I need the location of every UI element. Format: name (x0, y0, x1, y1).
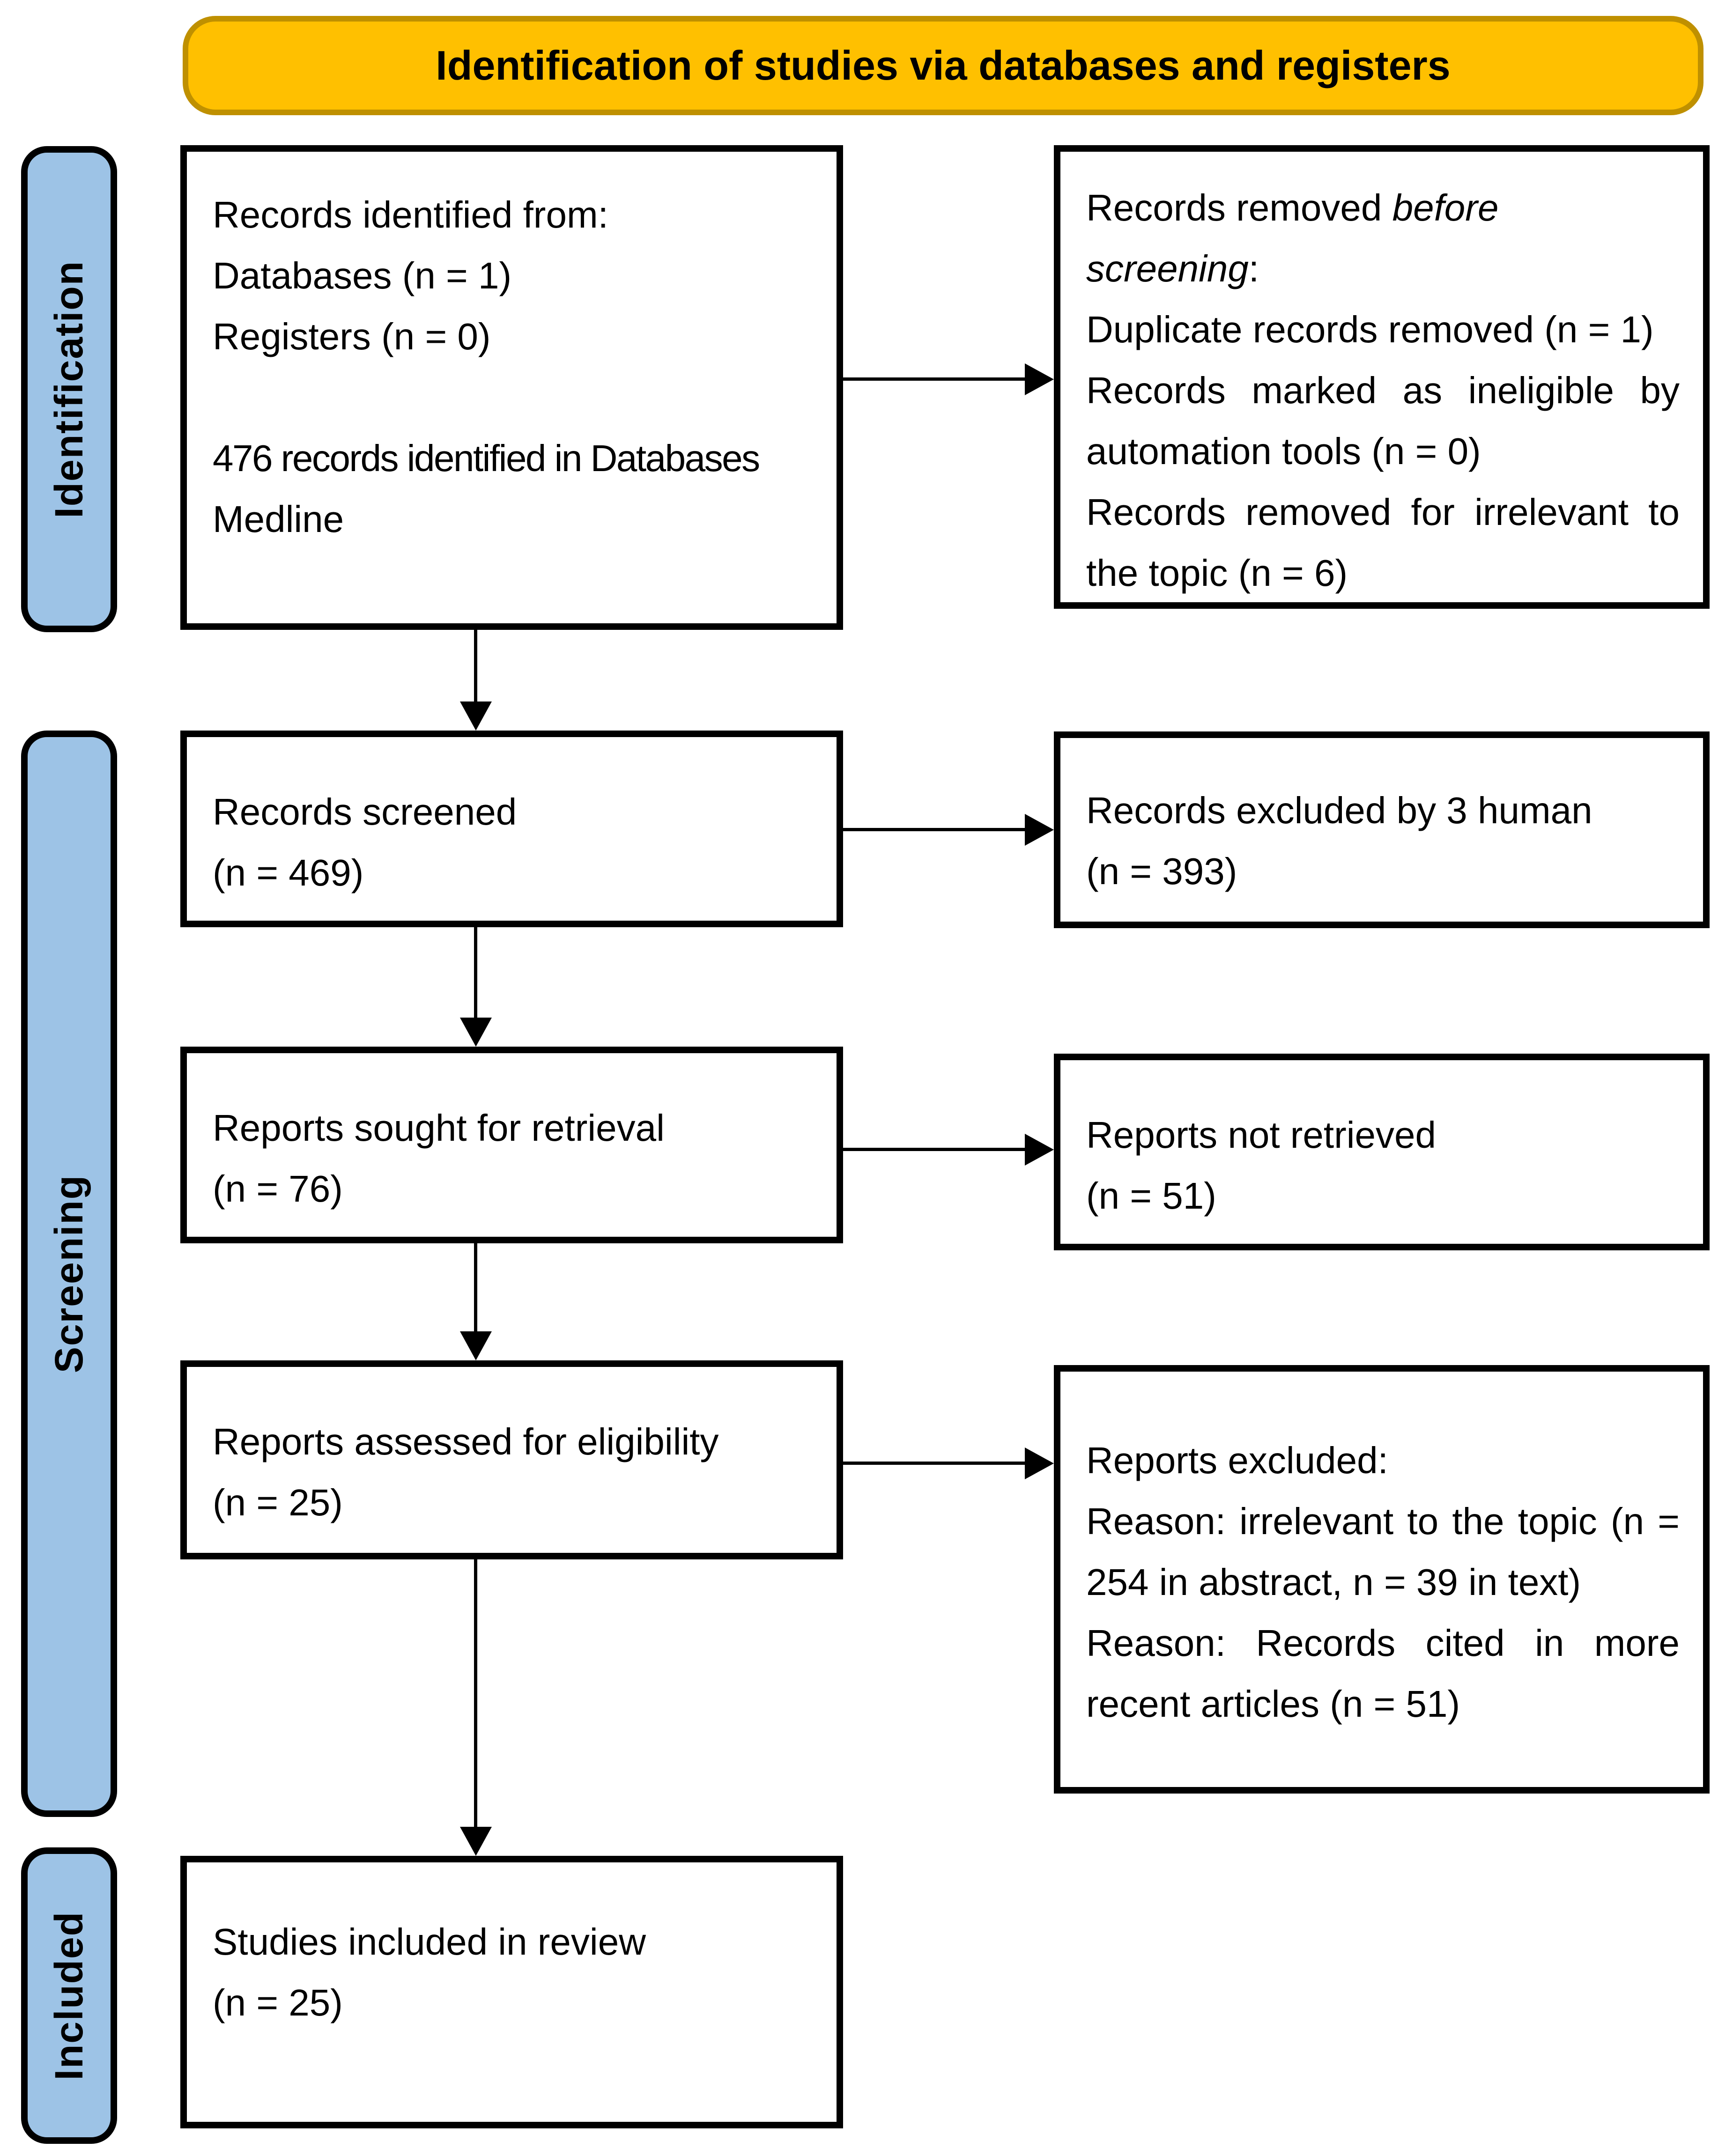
arrow-head-assessed-to-reports-excluded (1025, 1447, 1054, 1479)
arrow-head-identified-to-removed (1025, 363, 1054, 395)
box-records-screened: Records screened (n = 469) (180, 731, 843, 927)
box-reports-assessed: Reports assessed for eligibility (n = 25… (180, 1360, 843, 1559)
reports-excluded-reason1: Reason: irrelevant to the topic (n = 254… (1086, 1500, 1680, 1603)
studies-included-heading: Studies included in review (213, 1921, 646, 1963)
sidebar-label-included: Included (47, 1911, 91, 2081)
sidebar-stage-identification: Identification (21, 146, 117, 632)
title-text: Identification of studies via databases … (436, 42, 1451, 89)
sidebar-label-identification: Identification (47, 260, 91, 518)
arrow-line-identified-to-removed (843, 377, 1026, 381)
arrow-head-sought-to-assessed (460, 1331, 492, 1360)
records-excluded-heading: Records excluded by 3 human (1086, 790, 1592, 831)
blank-line (213, 367, 813, 428)
sidebar-stage-included: Included (21, 1847, 117, 2144)
arrow-line-screened-to-sought (474, 927, 477, 1019)
arrow-head-screened-to-sought (460, 1018, 492, 1047)
reports-assessed-heading: Reports assessed for eligibility (213, 1421, 719, 1462)
records-identified-detail-line2: Medline (213, 498, 344, 540)
box-reports-not-retrieved: Reports not retrieved (n = 51) (1054, 1054, 1710, 1250)
reports-sought-count: (n = 76) (213, 1168, 343, 1210)
sidebar-stage-screening: Screening (21, 731, 117, 1817)
records-identified-databases: Databases (n = 1) (213, 255, 512, 296)
arrow-line-assessed-to-reports-excluded (843, 1462, 1026, 1465)
reports-assessed-count: (n = 25) (213, 1482, 343, 1523)
reports-not-retrieved-count: (n = 51) (1086, 1175, 1216, 1217)
records-screened-count: (n = 469) (213, 852, 364, 893)
records-excluded-count: (n = 393) (1086, 850, 1237, 892)
arrow-head-screened-to-excluded (1025, 814, 1054, 846)
records-identified-heading: Records identified from: (213, 194, 608, 236)
records-identified-registers: Registers (n = 0) (213, 316, 491, 357)
arrow-line-sought-to-not-retrieved (843, 1148, 1026, 1151)
records-screened-heading: Records screened (213, 791, 517, 833)
records-removed-duplicates: Duplicate records removed (n = 1) (1086, 309, 1654, 350)
records-removed-heading-italic: before screening (1086, 187, 1499, 289)
arrow-line-screened-to-excluded (843, 828, 1026, 831)
reports-not-retrieved-heading: Reports not retrieved (1086, 1114, 1437, 1156)
reports-excluded-reason2: Reason: Records cited in more recent art… (1086, 1622, 1680, 1725)
arrow-line-assessed-to-included (474, 1559, 477, 1828)
box-reports-excluded: Reports excluded: Reason: irrelevant to … (1054, 1365, 1710, 1794)
records-removed-irrelevant: Records removed for irrelevant to the to… (1086, 491, 1680, 594)
box-records-removed: Records removed before screening: Duplic… (1054, 145, 1710, 609)
box-records-excluded: Records excluded by 3 human (n = 393) (1054, 731, 1710, 928)
arrow-line-identified-to-screened (474, 630, 477, 702)
box-records-identified: Records identified from: Databases (n = … (180, 145, 843, 630)
reports-excluded-heading: Reports excluded: (1086, 1440, 1388, 1481)
title-banner: Identification of studies via databases … (183, 16, 1703, 115)
box-reports-sought: Reports sought for retrieval (n = 76) (180, 1047, 843, 1243)
studies-included-count: (n = 25) (213, 1982, 343, 2023)
box-studies-included: Studies included in review (n = 25) (180, 1856, 843, 2128)
arrow-head-identified-to-screened (460, 701, 492, 731)
records-removed-heading-suffix: : (1248, 248, 1259, 289)
records-removed-heading-prefix: Records removed (1086, 187, 1392, 229)
arrow-head-assessed-to-included (460, 1827, 492, 1856)
arrow-head-sought-to-not-retrieved (1025, 1134, 1054, 1166)
reports-sought-heading: Reports sought for retrieval (213, 1107, 665, 1149)
records-removed-heading: Records removed before screening: (1086, 177, 1680, 299)
arrow-line-sought-to-assessed (474, 1243, 477, 1332)
records-identified-detail-line1: 476 records identified in Databases (213, 437, 760, 479)
sidebar-label-screening: Screening (47, 1174, 91, 1373)
records-removed-ineligible: Records marked as ineligible by automati… (1086, 369, 1680, 472)
